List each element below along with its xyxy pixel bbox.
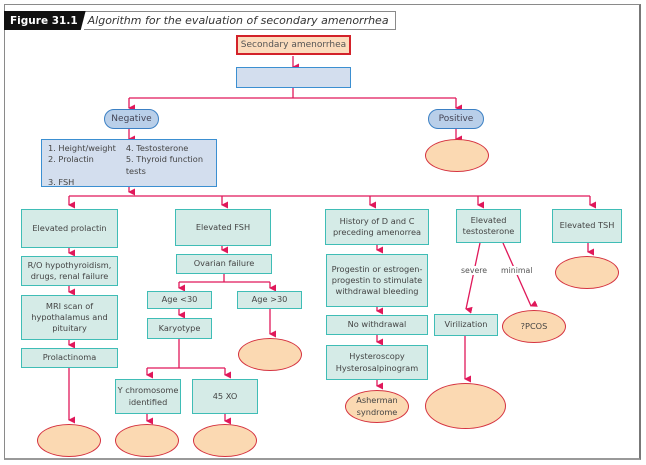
virilization: Virilization bbox=[434, 314, 498, 336]
y-chromosome-outcome bbox=[115, 424, 179, 457]
no-withdrawal: No withdrawal bbox=[326, 315, 428, 335]
virilization-outcome bbox=[425, 383, 506, 429]
progestin-challenge: Progestin or estrogen-progestin to stimu… bbox=[326, 254, 428, 307]
initial-tests-box: 1. Height/weight 4. Testosterone 2. Prol… bbox=[41, 139, 217, 187]
test-item: 1. Height/weight bbox=[48, 143, 116, 153]
asherman-syndrome: Asherman syndrome bbox=[345, 390, 409, 423]
figure-number: Figure 31.1 bbox=[4, 11, 86, 30]
age-over-30: Age >30 bbox=[237, 291, 302, 309]
elevated-tsh: Elevated TSH bbox=[552, 209, 622, 243]
minimal-label: minimal bbox=[500, 266, 534, 275]
45xo-outcome bbox=[193, 424, 257, 457]
age-over-30-outcome bbox=[238, 338, 302, 371]
history-d-and-c: History of D and C preceding amenorrea bbox=[325, 209, 429, 245]
prolactinoma-outcome bbox=[37, 424, 101, 457]
positive-outcome bbox=[425, 139, 489, 172]
figure-frame bbox=[4, 4, 641, 460]
test-item: 4. Testosterone bbox=[125, 143, 189, 153]
positive-result: Positive bbox=[428, 109, 484, 129]
test-item: 5. Thyroid function tests bbox=[125, 154, 204, 176]
rule-out-hypothyroidism: R/O hypothyroidism, drugs, renal failure bbox=[21, 256, 118, 286]
age-under-30: Age <30 bbox=[147, 291, 212, 309]
initial-test-box bbox=[236, 67, 351, 88]
pcos-outcome: ?PCOS bbox=[502, 310, 566, 343]
figure-caption: Figure 31.1 Algorithm for the evaluation… bbox=[4, 11, 396, 30]
ovarian-failure: Ovarian failure bbox=[176, 254, 272, 274]
prolactinoma: Prolactinoma bbox=[21, 348, 118, 368]
mri-scan: MRI scan of hypothalamus and pituitary bbox=[21, 295, 118, 340]
start-node: Secondary amenorrhea bbox=[236, 35, 351, 55]
elevated-prolactin: Elevated prolactin bbox=[21, 209, 118, 248]
severe-label: severe bbox=[460, 266, 489, 275]
y-chromosome-identified: Y chromosome identified bbox=[115, 379, 181, 414]
test-item: 2. Prolactin bbox=[48, 154, 94, 165]
figure-title: Algorithm for the evaluation of secondar… bbox=[83, 11, 396, 30]
negative-result: Negative bbox=[104, 109, 159, 129]
tsh-outcome bbox=[555, 256, 619, 289]
test-item: 3. FSH bbox=[48, 177, 75, 188]
elevated-fsh: Elevated FSH bbox=[175, 209, 271, 246]
elevated-testosterone: Elevated testosterone bbox=[456, 209, 521, 243]
hysteroscopy: Hysteroscopy Hysterosalpinogram bbox=[326, 345, 428, 380]
karyotype: Karyotype bbox=[147, 318, 212, 339]
karyotype-45xo: 45 XO bbox=[192, 379, 258, 414]
connector-edge bbox=[465, 242, 481, 314]
